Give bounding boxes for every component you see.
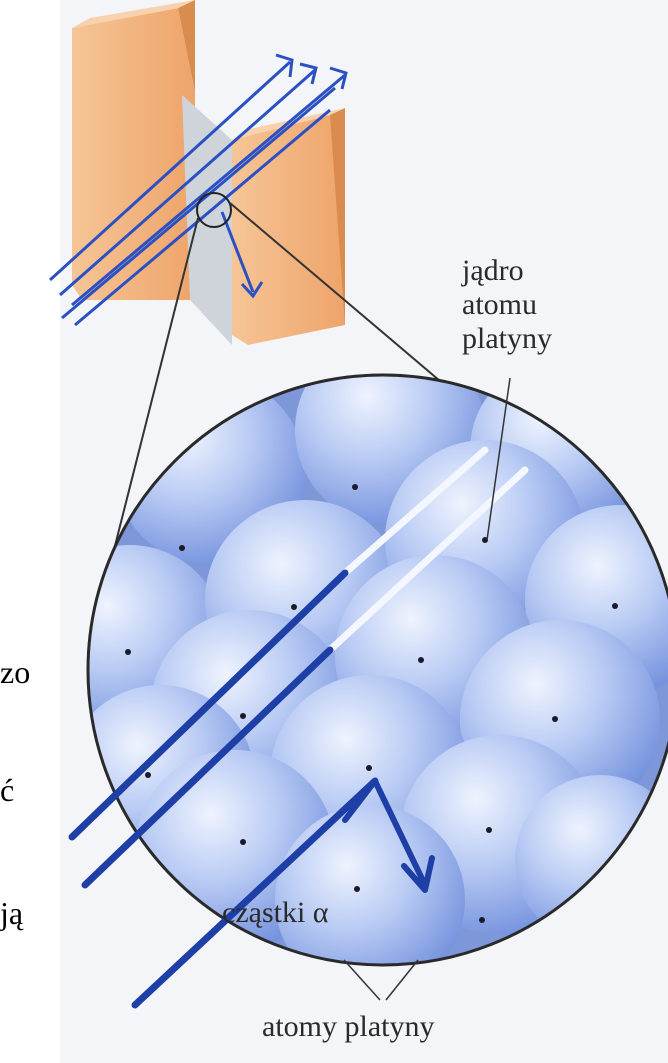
text-fragment-2: ć xyxy=(0,773,14,807)
nucleus-label: jądro atomu platyny xyxy=(462,254,552,356)
nucleus-label-line3: platyny xyxy=(462,322,552,356)
alpha-particles-label: cząstki α xyxy=(222,896,329,930)
nucleus-label-line1: jądro xyxy=(462,254,552,288)
platinum-atoms-label: atomy platyny xyxy=(262,1010,434,1044)
text-fragment-3: ją xyxy=(0,896,23,930)
nucleus-label-line2: atomu xyxy=(462,288,552,322)
text-fragment-1: zo xyxy=(0,655,30,689)
